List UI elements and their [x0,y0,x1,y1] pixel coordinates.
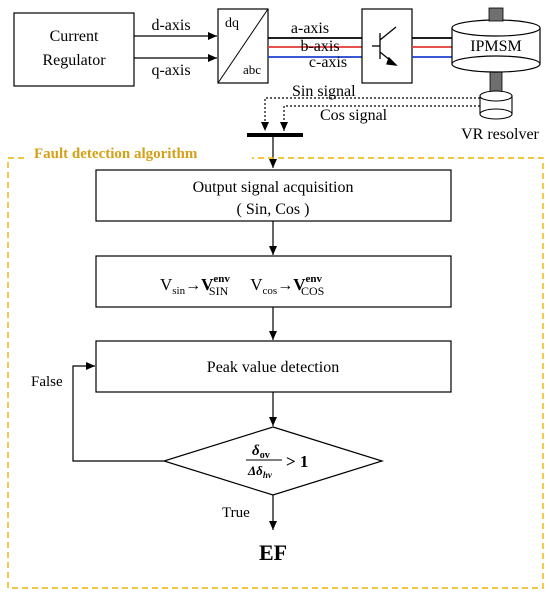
vsin-symbol: V [160,275,173,294]
cos-signal-path [280,105,480,131]
fault-detection-title: Fault detection algorithm [34,146,198,162]
vr-resolver-label: VR resolver [461,126,539,143]
decision-numerator: δov [252,443,270,461]
vsin-env-subscript: SIN [209,284,229,298]
acquisition-subtitle: ( Sin, Cos ) [237,201,310,218]
ipmsm-label: IPMSM [470,38,522,55]
false-label: False [31,374,63,390]
transform-dq-label: dq [225,16,239,31]
decision-denominator: Δδhv [247,463,273,480]
current-regulator-label-2: Regulator [42,52,106,69]
ef-result-label: EF [259,540,287,565]
fault-title-backdrop [28,145,252,167]
cos-signal-label: Cos signal [320,107,388,124]
a-axis-label: a-axis [291,20,329,37]
vcos-env-superscript: env [305,273,322,285]
ipmsm-motor-icon [451,7,541,95]
fault-detection-frame [7,157,544,589]
vsin-arrow: → [185,277,201,294]
delta-hv-symbol: Δδ [247,463,263,478]
acquisition-title: Output signal acquisition [193,179,354,196]
vsin-subscript: sin [172,285,185,297]
false-loop-path [72,362,164,462]
true-label: True [222,505,250,521]
vr-resolver-icon [479,90,513,120]
delta-ov-subscript: ov [260,450,270,461]
decision-diamond [161,426,385,496]
d-axis-label: d-axis [151,17,190,34]
vcos-env-symbol: V [293,275,306,294]
vcos-symbol: V [250,275,263,294]
envelope-box [95,255,452,308]
vsin-env-superscript: env [213,273,230,285]
transform-diagonal [217,8,269,84]
vcos-subscript: cos [263,285,278,297]
sin-signal-path [261,97,480,131]
vcos-arrow: → [277,277,293,294]
vcos-env-subscript: COS [301,284,324,298]
delta-hv-subscript: hv [263,470,273,480]
sin-signal-label: Sin signal [292,83,356,100]
c-axis-label: c-axis [309,54,347,71]
current-regulator-box [13,12,135,87]
delta-ov-symbol: δ [252,443,260,459]
b-axis-label: b-axis [300,38,339,55]
vsin-env-symbol: V [201,275,214,294]
inverter-box [361,8,413,84]
decision-comparison: > 1 [286,452,308,471]
q-axis-label: q-axis [151,62,190,79]
current-regulator-label-1: Current [50,28,99,45]
igbt-icon [372,26,398,66]
signal-bus-bar [247,133,303,137]
peak-value-label: Peak value detection [207,359,339,376]
output-signal-acquisition-box [95,169,452,222]
transform-abc-label: abc [243,62,261,77]
